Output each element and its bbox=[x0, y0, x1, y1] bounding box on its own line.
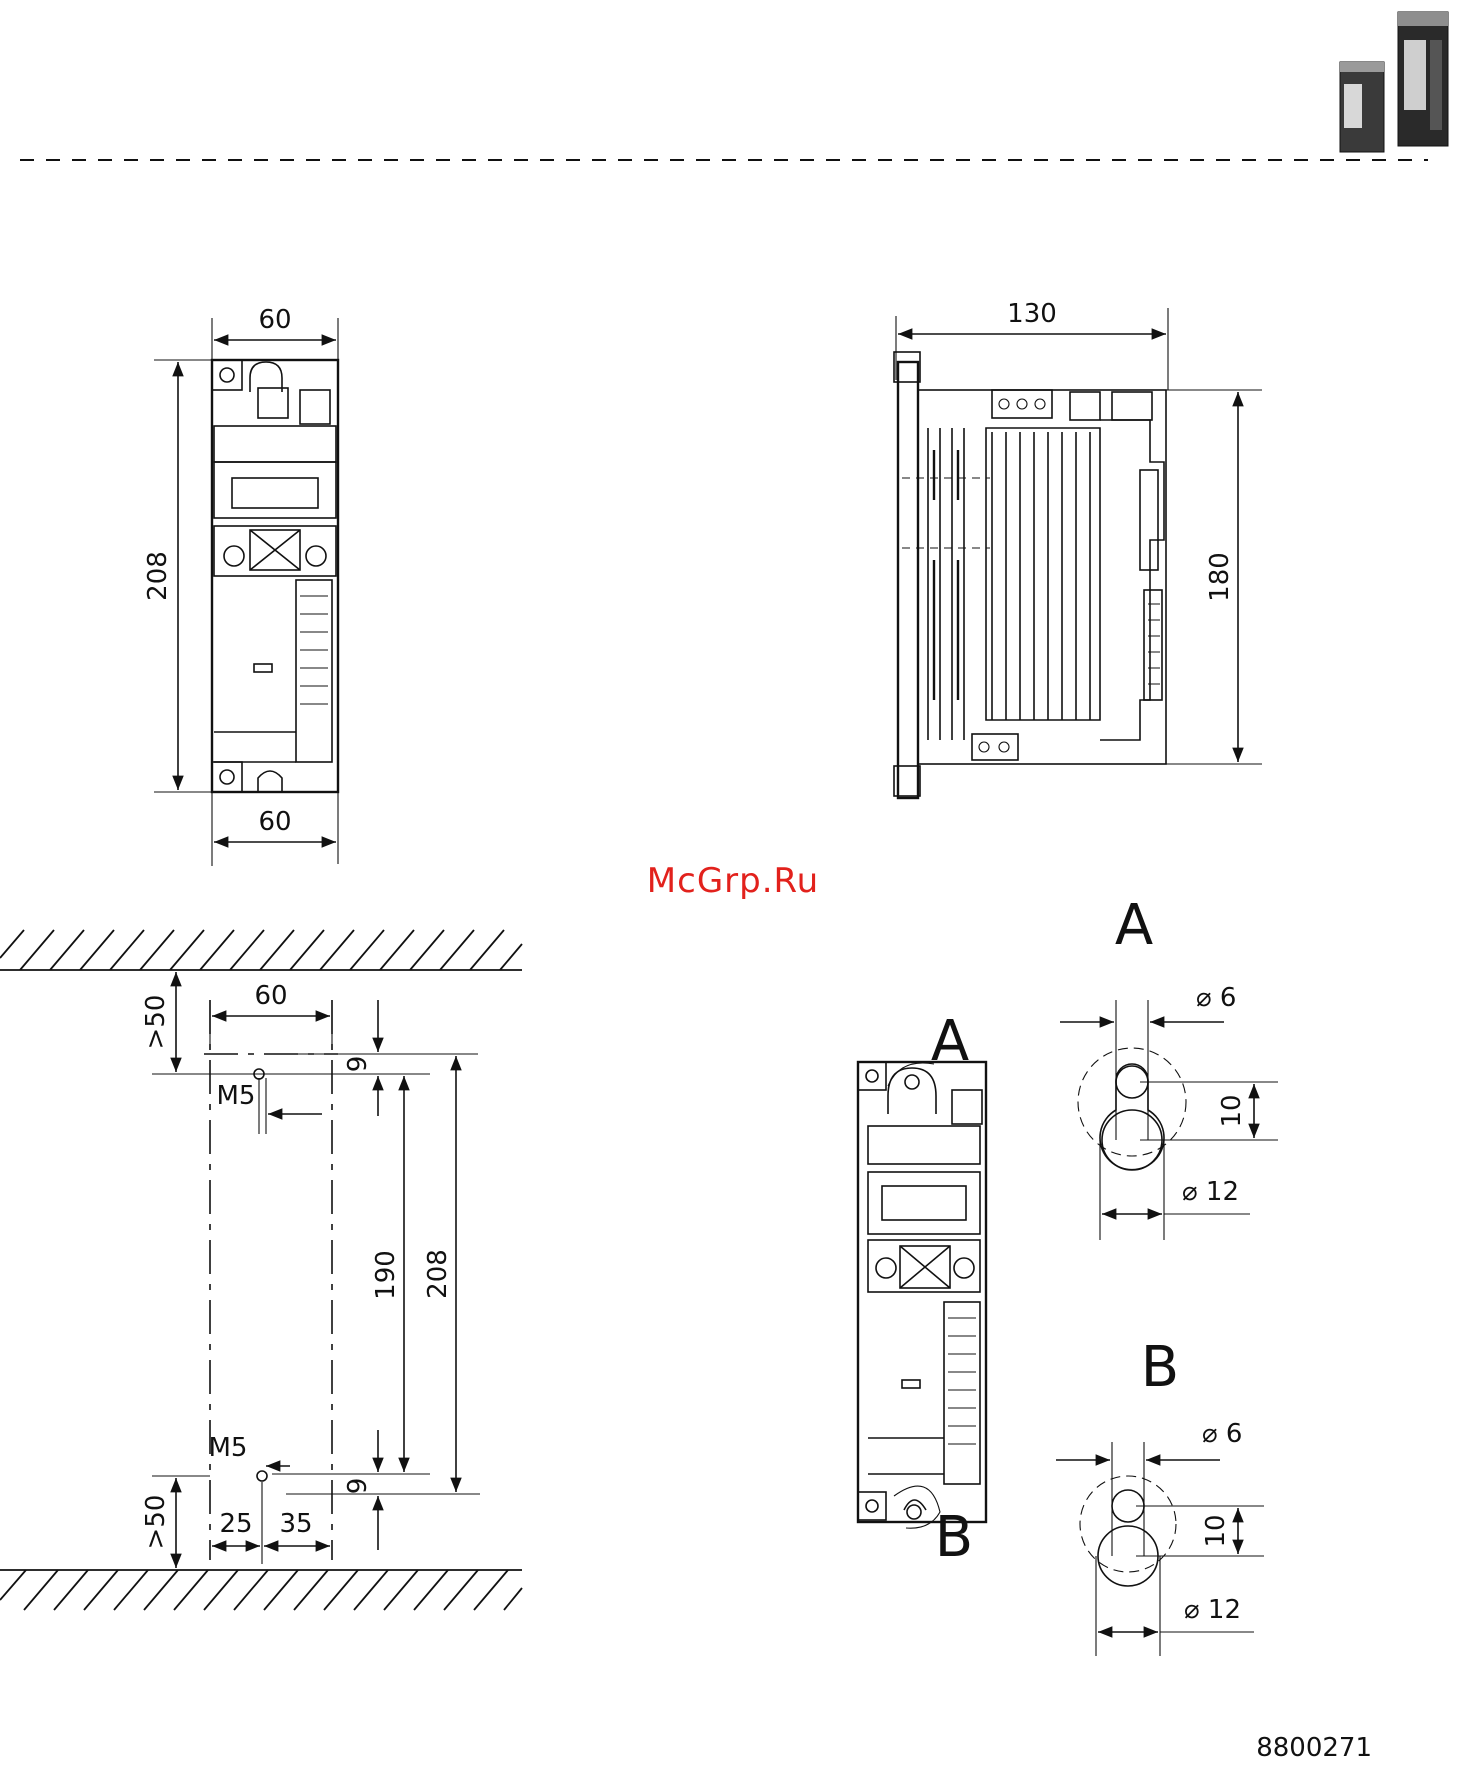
total-height-label: 208 bbox=[423, 1249, 453, 1299]
screw-top-label: M5 bbox=[217, 1081, 256, 1111]
detail-b-head-label: ⌀ 12 bbox=[1184, 1595, 1241, 1625]
mounting-layout: 60 >50 M5 9 190 208 M5 9 bbox=[0, 930, 522, 1610]
watermark: McGrp.Ru bbox=[647, 861, 819, 901]
bottom-hole bbox=[257, 1471, 267, 1481]
detail-a-slot-label: ⌀ 6 bbox=[1196, 983, 1236, 1013]
clearance-bottom-label: >50 bbox=[141, 1495, 171, 1550]
side-view: 130 180 bbox=[894, 299, 1262, 798]
detail-b-length-label: 10 bbox=[1201, 1514, 1231, 1547]
front-width-bottom-label: 60 bbox=[258, 807, 291, 837]
detail-a-head-label: ⌀ 12 bbox=[1182, 1177, 1239, 1207]
detail-b: B ⌀ 6 10 ⌀ 12 bbox=[1056, 1335, 1264, 1656]
offset-top-label: 9 bbox=[343, 1056, 373, 1073]
front-height-label: 208 bbox=[143, 551, 173, 601]
left-offset-label: 25 bbox=[219, 1509, 252, 1539]
clearance-top-label: >50 bbox=[141, 995, 171, 1050]
offset-bottom-label: 9 bbox=[343, 1478, 373, 1495]
detail-a: A ⌀ 6 10 ⌀ 12 bbox=[1060, 893, 1278, 1240]
product-thumbnail bbox=[1340, 12, 1448, 152]
right-offset-label: 35 bbox=[279, 1509, 312, 1539]
detail-b-slot-label: ⌀ 6 bbox=[1202, 1419, 1242, 1449]
front-width-top-label: 60 bbox=[258, 305, 291, 335]
detail-b-title: B bbox=[1141, 1335, 1179, 1400]
hole-spacing-label: 190 bbox=[371, 1250, 401, 1300]
callout-front-view: A B bbox=[858, 1009, 986, 1570]
side-depth-label: 130 bbox=[1007, 299, 1057, 329]
callout-b-label: B bbox=[935, 1505, 973, 1570]
detail-a-length-label: 10 bbox=[1217, 1094, 1247, 1127]
callout-a-label: A bbox=[931, 1009, 969, 1074]
drawing-number: 8800271 bbox=[1256, 1733, 1372, 1763]
screw-bottom-label: M5 bbox=[209, 1433, 248, 1463]
mount-width-label: 60 bbox=[254, 981, 287, 1011]
detail-a-title: A bbox=[1115, 893, 1153, 958]
side-height-label: 180 bbox=[1205, 552, 1235, 602]
front-view: 60 208 60 bbox=[143, 305, 338, 866]
